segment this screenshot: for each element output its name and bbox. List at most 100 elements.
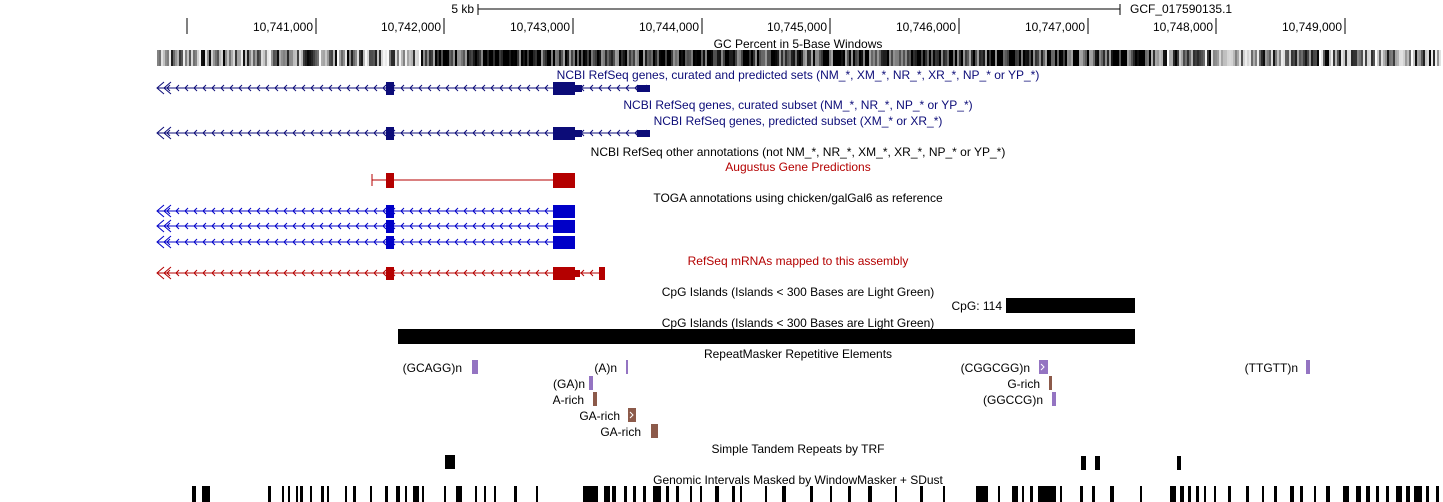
windowmasker-interval[interactable]	[1406, 486, 1410, 502]
tandem-repeat-block[interactable]	[1095, 456, 1100, 470]
repeat-label-a-rich[interactable]: A-rich	[552, 393, 584, 407]
windowmasker-interval[interactable]	[643, 486, 646, 502]
windowmasker-interval[interactable]	[536, 486, 538, 502]
tandem-repeat-block[interactable]	[1081, 456, 1086, 470]
windowmasker-interval[interactable]	[1214, 486, 1216, 502]
toga-transcript-exon[interactable]	[386, 236, 394, 249]
windowmasker-interval[interactable]	[1436, 486, 1439, 502]
repeat-g-rich-block[interactable]	[1049, 376, 1052, 390]
windowmasker-interval[interactable]	[782, 486, 786, 502]
refseq-mrna-exon[interactable]	[386, 267, 394, 280]
repeat-ggccg-block[interactable]	[1052, 392, 1056, 406]
repeat-label-ttgtt[interactable]: (TTGTT)n	[1244, 361, 1298, 375]
windowmasker-interval[interactable]	[1326, 486, 1330, 502]
windowmasker-interval[interactable]	[653, 486, 661, 502]
windowmasker-interval[interactable]	[385, 486, 388, 502]
windowmasker-interval[interactable]	[1274, 486, 1277, 502]
refseq-all-gene-exon[interactable]	[553, 82, 575, 95]
windowmasker-interval[interactable]	[494, 486, 496, 502]
windowmasker-interval[interactable]	[444, 486, 446, 502]
windowmasker-interval[interactable]	[1092, 486, 1095, 502]
cpg-island[interactable]	[1006, 298, 1135, 313]
repeat-label-g-rich[interactable]: G-rich	[1007, 377, 1040, 391]
repeat-label-ggccg[interactable]: (GGCCG)n	[983, 393, 1043, 407]
toga-transcript-exon[interactable]	[553, 236, 575, 249]
windowmasker-interval[interactable]	[740, 486, 742, 502]
windowmasker-interval[interactable]	[514, 486, 517, 502]
windowmasker-interval[interactable]	[1262, 486, 1264, 502]
windowmasker-interval[interactable]	[1246, 486, 1249, 502]
windowmasker-interval[interactable]	[1110, 486, 1114, 502]
windowmasker-interval[interactable]	[715, 486, 719, 502]
repeat-ga-rich-block[interactable]	[628, 408, 636, 422]
windowmasker-interval[interactable]	[1170, 486, 1176, 502]
windowmasker-interval[interactable]	[1196, 486, 1199, 502]
windowmasker-interval[interactable]	[700, 486, 702, 502]
windowmasker-interval[interactable]	[943, 486, 945, 502]
cpg-island-wide[interactable]	[398, 329, 1135, 344]
windowmasker-interval[interactable]	[1300, 486, 1303, 502]
refseq-predicted-gene-exon[interactable]	[553, 127, 575, 140]
track-title-toga[interactable]: TOGA annotations using chicken/galGal6 a…	[653, 191, 943, 205]
windowmasker-interval[interactable]	[895, 486, 897, 502]
track-title-refseq-all[interactable]: NCBI RefSeq genes, curated and predicted…	[556, 68, 1040, 82]
windowmasker-interval[interactable]	[612, 486, 616, 502]
track-title-trf[interactable]: Simple Tandem Repeats by TRF	[711, 442, 885, 456]
track-title-refseq-curated[interactable]: NCBI RefSeq genes, curated subset (NM_*,…	[623, 98, 973, 112]
windowmasker-interval[interactable]	[848, 486, 851, 502]
repeat-label-ga-rich-2[interactable]: GA-rich	[600, 425, 641, 439]
windowmasker-interval[interactable]	[976, 486, 988, 502]
refseq-all-gene-exon[interactable]	[386, 82, 394, 95]
windowmasker-interval[interactable]	[396, 486, 400, 502]
track-title-gc-percent[interactable]: GC Percent in 5-Base Windows	[713, 37, 883, 51]
windowmasker-interval[interactable]	[1022, 486, 1024, 502]
track-title-repeatmasker[interactable]: RepeatMasker Repetitive Elements	[703, 347, 893, 361]
repeat-a-rich-block[interactable]	[593, 392, 597, 406]
windowmasker-interval[interactable]	[583, 486, 598, 502]
windowmasker-interval[interactable]	[633, 486, 636, 502]
windowmasker-interval[interactable]	[1290, 486, 1294, 502]
augustus-exon[interactable]	[386, 173, 394, 188]
refseq-mrna-exon[interactable]	[599, 267, 605, 280]
windowmasker-interval[interactable]	[1060, 486, 1062, 502]
windowmasker-interval[interactable]	[310, 486, 312, 502]
track-title-cpg-1[interactable]: CpG Islands (Islands < 300 Bases are Lig…	[661, 285, 935, 299]
toga-transcript-exon[interactable]	[553, 220, 575, 233]
refseq-predicted-gene-exon[interactable]	[575, 130, 582, 137]
windowmasker-interval[interactable]	[690, 486, 692, 502]
refseq-all-gene-exon[interactable]	[575, 85, 582, 92]
windowmasker-interval[interactable]	[666, 486, 669, 502]
windowmasker-interval[interactable]	[732, 486, 735, 502]
refseq-predicted-gene-exon[interactable]	[386, 127, 394, 140]
windowmasker-interval[interactable]	[1038, 486, 1056, 502]
windowmasker-interval[interactable]	[1140, 486, 1142, 502]
windowmasker-interval[interactable]	[624, 486, 627, 502]
windowmasker-interval[interactable]	[1343, 486, 1349, 502]
track-title-windowmasker[interactable]: Genomic Intervals Masked by WindowMasker…	[653, 473, 943, 487]
windowmasker-interval[interactable]	[998, 486, 1000, 502]
repeat-label-ga-rich[interactable]: GA-rich	[579, 409, 620, 423]
windowmasker-interval[interactable]	[1080, 486, 1083, 502]
repeat-gcagg-block[interactable]	[472, 360, 478, 374]
windowmasker-interval[interactable]	[484, 486, 486, 502]
windowmasker-interval[interactable]	[830, 486, 832, 502]
windowmasker-interval[interactable]	[300, 486, 303, 502]
toga-transcript-exon[interactable]	[386, 205, 394, 218]
windowmasker-interval[interactable]	[1188, 486, 1191, 502]
windowmasker-interval[interactable]	[288, 486, 290, 502]
windowmasker-interval[interactable]	[765, 486, 767, 502]
windowmasker-interval[interactable]	[456, 486, 462, 502]
cpg-item-label[interactable]: CpG: 114	[951, 299, 1002, 313]
toga-transcript-exon[interactable]	[386, 220, 394, 233]
windowmasker-interval[interactable]	[296, 486, 298, 502]
track-title-refseq-other[interactable]: NCBI RefSeq other annotations (not NM_*,…	[590, 145, 1006, 159]
windowmasker-interval[interactable]	[1396, 486, 1402, 502]
windowmasker-interval[interactable]	[202, 486, 210, 502]
refseq-mrna-exon[interactable]	[575, 270, 580, 277]
windowmasker-interval[interactable]	[1426, 486, 1429, 502]
windowmasker-interval[interactable]	[604, 486, 610, 502]
windowmasker-interval[interactable]	[1414, 486, 1422, 502]
windowmasker-interval[interactable]	[1314, 486, 1316, 502]
windowmasker-interval[interactable]	[1376, 486, 1379, 502]
repeat-label-cggcgg[interactable]: (CGGCGG)n	[960, 361, 1030, 375]
